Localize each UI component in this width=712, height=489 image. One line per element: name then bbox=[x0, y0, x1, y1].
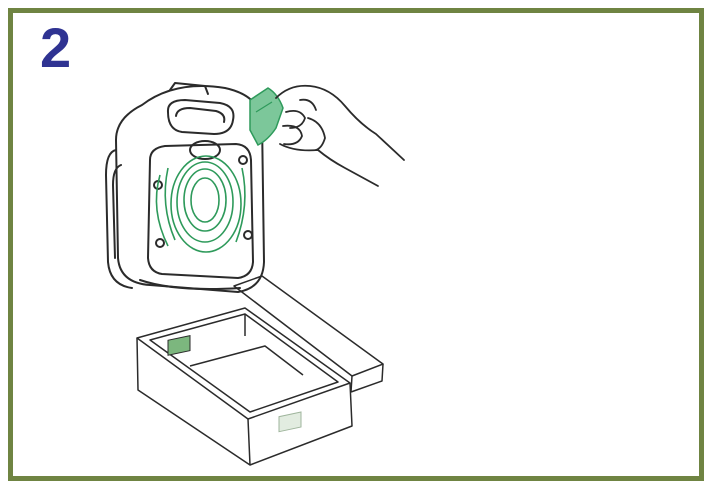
box-label-light bbox=[279, 412, 301, 432]
open-box-icon bbox=[137, 276, 383, 465]
hand-peeling-liner-icon bbox=[250, 86, 404, 186]
box-label-green bbox=[168, 336, 190, 356]
pad-pattern bbox=[156, 156, 244, 252]
